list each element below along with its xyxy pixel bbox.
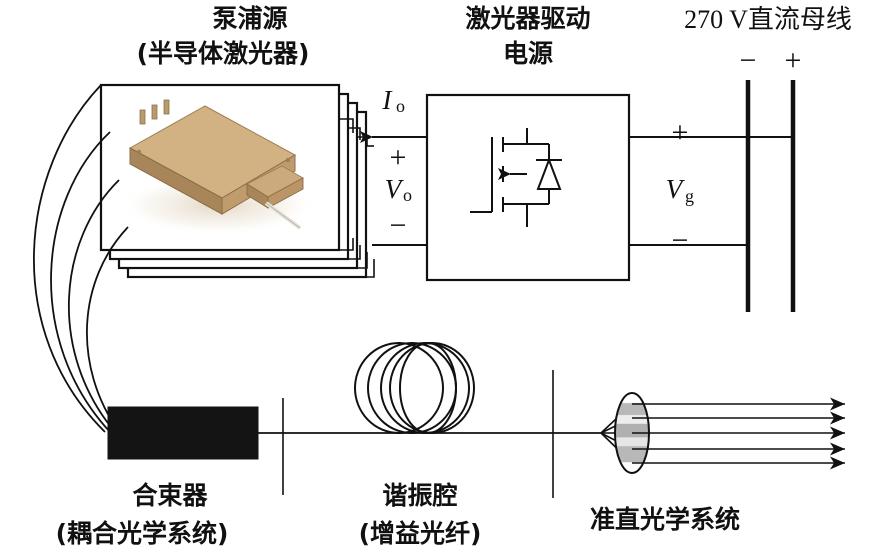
output-beam-rays <box>632 397 845 470</box>
beam-combiner <box>107 406 259 460</box>
pump-fiber-lead-1 <box>33 84 106 433</box>
label-resonator: 谐振腔 (增益光纤) <box>359 481 482 548</box>
resonator-subtitle: (增益光纤) <box>359 519 482 548</box>
connector-step-4-bottom <box>366 259 375 278</box>
output-voltage-subscript: o <box>403 185 412 205</box>
bus-minus-sign: − <box>672 224 689 257</box>
body-diode-triangle <box>536 157 562 190</box>
pump-fiber-lead-2 <box>50 131 111 433</box>
label-pump-source: 泵浦源 (半导体激光器) <box>137 4 310 68</box>
output-current-subscript: o <box>396 96 405 116</box>
package-pins <box>139 99 170 125</box>
label-combiner: 合束器 (耦合光学系统) <box>56 481 229 548</box>
label-bus-voltage: V g <box>666 174 694 206</box>
pump-fiber-leads <box>33 84 129 433</box>
package-fiber-pigtail-outline <box>265 202 301 229</box>
pump-module-stack <box>99 83 368 279</box>
dc-bus-title: 270 V直流母线 <box>684 5 852 34</box>
rail-minus-label: − <box>740 44 757 77</box>
driver-title-line1: 激光器驱动 <box>465 4 590 33</box>
label-laser-driver-power-supply: 激光器驱动 电源 <box>465 4 590 68</box>
label-output-voltage: V o <box>385 174 412 205</box>
combiner-title: 合束器 <box>132 481 208 510</box>
resonator-title: 谐振腔 <box>382 481 457 510</box>
driver-enclosure <box>425 93 631 282</box>
pump-fiber-lead-3 <box>68 179 120 433</box>
pump-source-subtitle: (半导体激光器) <box>137 39 310 68</box>
package-mount-hole-right <box>285 157 291 163</box>
combiner-subtitle: (耦合光学系统) <box>56 519 229 548</box>
output-current-symbol: I <box>382 85 394 115</box>
rail-plus-label: + <box>785 44 802 77</box>
fiber-coil-turn-4 <box>399 342 457 434</box>
bus-voltage-subscript: g <box>685 186 694 206</box>
driver-title-line2: 电源 <box>503 39 553 68</box>
label-dc-bus: 270 V直流母线 <box>684 5 852 34</box>
collimating-optics <box>600 392 845 474</box>
pump-driver-wiring <box>360 131 427 246</box>
driver-bus-wiring <box>629 136 793 246</box>
connector-step-2-bottom <box>348 245 361 260</box>
fiber-coil-turn-5 <box>389 342 475 434</box>
fiber-coil-turn-1 <box>354 342 444 434</box>
pump-fiber-lead-4 <box>86 226 129 433</box>
gain-fiber-coil <box>354 342 475 434</box>
laser-driver-box <box>425 93 631 282</box>
pump-stack-right-connectors <box>339 118 375 278</box>
dc-bus-bars: − + <box>740 44 802 312</box>
pump-source-title: 泵浦源 <box>212 4 287 33</box>
connector-step-3-bottom <box>357 252 368 269</box>
bus-voltage-symbol: V <box>666 174 686 204</box>
output-plus-sign: + <box>390 141 407 174</box>
laser-diode-package-image <box>120 99 316 235</box>
output-minus-sign: − <box>390 209 407 242</box>
label-leader-lines <box>282 370 554 498</box>
collimating-system-title: 准直光学系统 <box>590 505 740 534</box>
output-voltage-symbol: V <box>385 174 405 204</box>
label-collimating-system: 准直光学系统 <box>590 505 740 534</box>
label-output-current: I o <box>382 85 406 116</box>
bus-plus-sign: + <box>672 116 689 149</box>
mosfet-symbol <box>470 128 562 227</box>
connector-step-front-bottom <box>339 238 354 251</box>
package-mount-hole-left <box>136 149 142 155</box>
combiner-block <box>107 406 259 460</box>
